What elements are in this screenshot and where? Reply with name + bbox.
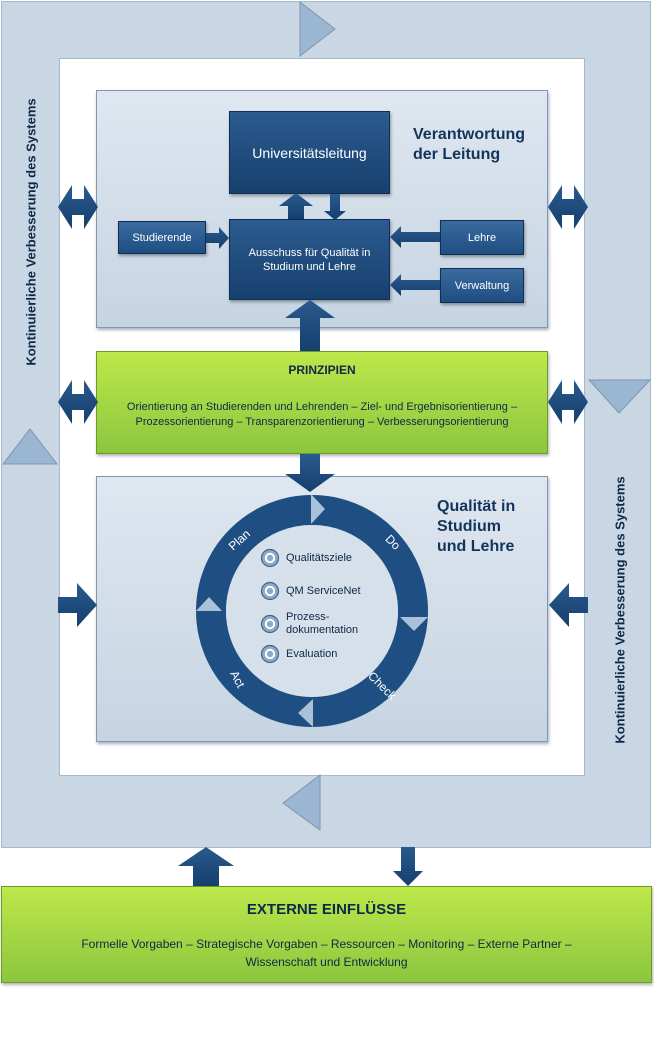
left-arrow-into-quality-icon — [58, 583, 97, 627]
triangle-left-up-icon — [1, 428, 59, 465]
leadership-title-line1: Verantwortung — [413, 126, 526, 143]
cycle-triangle-top-icon — [311, 494, 325, 524]
principles-line1: Orientierung an Studierenden und Lehrend… — [126, 401, 518, 413]
principles-title: PRINZIPIEN — [288, 363, 356, 377]
universitaetsleitung-label: Universitätsleitung — [252, 144, 367, 161]
verwaltung-label: Verwaltung — [454, 279, 510, 292]
quality-title-line3: und Lehre — [437, 538, 515, 555]
quality-title-line2: Studium — [437, 518, 501, 535]
arrow-external-up-icon — [178, 847, 234, 886]
external-line2: Wissenschaft und Entwicklung — [245, 955, 408, 969]
leadership-title-line2: der Leitung — [413, 146, 501, 163]
left-double-arrow-1-icon — [58, 185, 98, 229]
cycle-triangle-right-icon — [400, 617, 428, 631]
item-evaluation-label: Evaluation — [286, 647, 338, 660]
studierende-label: Studierende — [132, 231, 192, 244]
item-servicenet-label: QM ServiceNet — [286, 584, 361, 597]
item-prozess-line2: dokumentation — [286, 624, 359, 636]
lehre-label: Lehre — [467, 231, 497, 244]
ausschuss-label-line2: Studium und Lehre — [263, 260, 356, 273]
item-servicenet: QM ServiceNet — [260, 581, 361, 601]
universitaetsleitung-box: Universitätsleitung — [229, 111, 390, 194]
arrow-leitung-to-ausschuss-icon — [324, 194, 346, 220]
external-title: EXTERNE EINFLÜSSE — [246, 901, 407, 918]
triangle-top-right-icon — [299, 0, 336, 58]
verwaltung-box: Verwaltung — [440, 268, 524, 303]
triangle-bottom-left-icon — [282, 773, 321, 831]
arrow-studierende-to-ausschuss-icon — [206, 227, 229, 249]
arrow-lehre-to-ausschuss-icon — [390, 226, 440, 248]
studierende-box: Studierende — [118, 221, 206, 254]
cycle-triangle-bottom-icon — [298, 699, 313, 727]
item-evaluation: Evaluation — [260, 644, 361, 664]
principles-text: Orientierung an Studierenden und Lehrend… — [96, 400, 548, 430]
external-box — [1, 886, 652, 983]
left-double-arrow-2-icon — [58, 380, 98, 424]
right-double-arrow-1-icon — [548, 185, 588, 229]
cycle-items: Qualitätsziele QM ServiceNet Prozess- do… — [260, 548, 361, 664]
cycle-triangle-left-icon — [196, 597, 222, 611]
ausschuss-box: Ausschuss für Qualität in Studium und Le… — [229, 219, 390, 300]
item-prozess-line1: Prozess- — [286, 611, 330, 623]
quality-title: Qualität in Studium und Lehre — [437, 497, 515, 557]
cycle-arrows-icon — [260, 548, 280, 568]
external-line1: Formelle Vorgaben – Strategische Vorgabe… — [81, 937, 572, 951]
triangle-right-down-icon — [587, 379, 652, 414]
ausschuss-label-line1: Ausschuss für Qualität in — [248, 246, 371, 259]
cycle-arrows-icon — [260, 644, 280, 664]
leadership-title: Verantwortung der Leitung — [413, 125, 525, 165]
arrow-principles-to-quality-icon — [285, 454, 335, 492]
external-text: Formelle Vorgaben – Strategische Vorgabe… — [1, 935, 652, 971]
arrow-ausschuss-to-leitung-icon — [279, 193, 313, 219]
arrow-down-to-external-icon — [393, 847, 423, 886]
item-qualitaetsziele: Qualitätsziele — [260, 548, 361, 568]
arrow-verwaltung-to-ausschuss-icon — [390, 274, 440, 296]
cycle-arrows-icon — [260, 614, 280, 634]
arrow-principles-to-ausschuss-icon — [285, 300, 335, 351]
item-qualitaetsziele-label: Qualitätsziele — [286, 551, 353, 564]
item-prozessdokumentation: Prozess- dokumentation — [260, 611, 361, 637]
quality-title-line1: Qualität in — [437, 498, 516, 515]
lehre-box: Lehre — [440, 220, 524, 255]
cycle-arrows-icon — [260, 581, 280, 601]
right-double-arrow-2-icon — [548, 380, 588, 424]
principles-line2: Prozessorientierung – Transparenzorienti… — [135, 416, 509, 428]
right-arrow-into-quality-icon — [549, 583, 588, 627]
